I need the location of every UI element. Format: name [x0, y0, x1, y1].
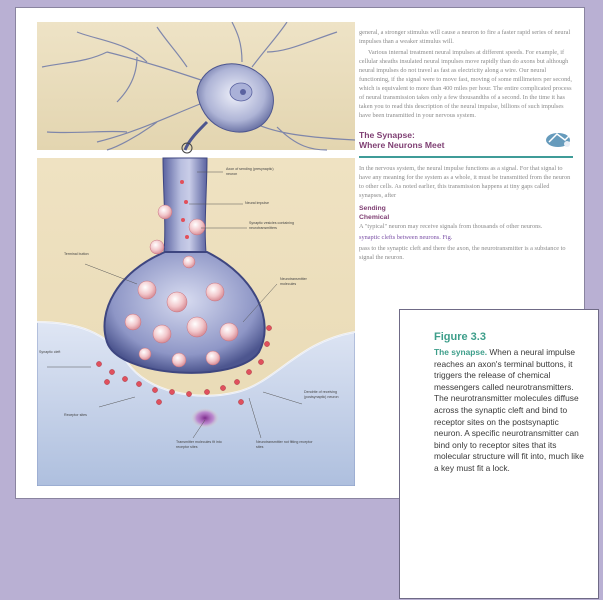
web-link-icon [543, 130, 573, 150]
body-paragraph: general, a stronger stimulus will cause … [359, 28, 573, 46]
body-text-column: general, a stronger stimulus will cause … [359, 28, 573, 264]
figure-caption: The synapse. When a neural impulse reach… [434, 347, 584, 475]
subsection-highlight: synaptic clefts between neurons. Fig. [359, 233, 573, 242]
label-fit-receptor: Transmitter molecules fit into receptor … [176, 440, 234, 449]
label-neurotransmitter: Neurotransmitter molecules [280, 277, 322, 286]
label-axon: Axon of sending (presynaptic) neuron [226, 167, 281, 176]
receptor-glow [191, 408, 219, 428]
label-terminal-button: Terminal button [64, 252, 92, 257]
label-receptor-sites: Receptor sites [64, 413, 104, 418]
section-divider [359, 156, 573, 158]
section-heading: The Synapse: Where Neurons Meet [359, 130, 573, 150]
neuron-panel [37, 22, 355, 150]
label-neural-impulse: Neural impulse [245, 201, 295, 206]
body-paragraph: Various internal treatment neural impuls… [359, 48, 573, 120]
caption-text: When a neural impulse reaches an axon's … [434, 347, 584, 473]
figure-caption-box: Figure 3.3 The synapse. When a neural im… [399, 309, 599, 599]
label-not-fit: Neurotransmitter not fitting receptor si… [256, 440, 314, 449]
section-paragraph: In the nervous system, the neural impuls… [359, 164, 573, 200]
caption-lead: The synapse. [434, 347, 487, 357]
nucleolus [240, 89, 246, 95]
figure-number: Figure 3.3 [434, 330, 584, 344]
section-title: The Synapse: Where Neurons Meet [359, 130, 444, 150]
subsection-heading: Sending Chemical [359, 204, 573, 222]
label-vesicles: Synaptic vesicles containing neurotransm… [249, 221, 301, 230]
subsection-paragraph: pass to the synaptic cleft and there the… [359, 244, 573, 262]
subsection-paragraph: A "typical" neuron may receive signals f… [359, 222, 573, 231]
label-synaptic-cleft: Synaptic cleft [39, 350, 61, 355]
label-dendrite: Dendrite of receiving (postsynaptic) neu… [304, 390, 342, 399]
